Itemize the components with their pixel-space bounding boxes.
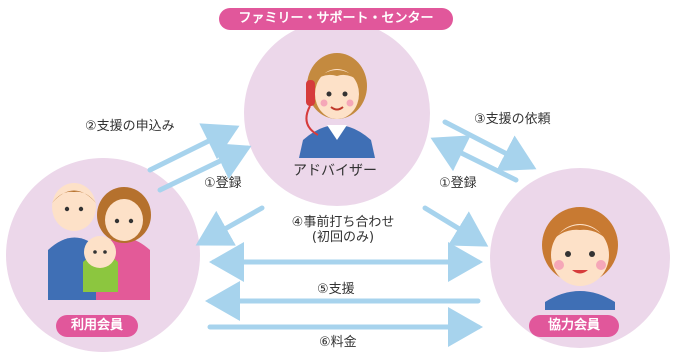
flow-request-support: ③支援の依頼	[474, 112, 551, 127]
flow-register-right: ①登録	[439, 176, 477, 191]
flow-prior-meeting: ④事前打ち合わせ (初回のみ)	[278, 215, 408, 246]
support-member-badge: 協力会員	[529, 315, 619, 337]
title-badge: ファミリー・サポート・センター	[219, 8, 453, 30]
arrow-request-support	[442, 119, 537, 171]
arrow-register-right	[430, 135, 519, 183]
advisor-illustration	[299, 53, 375, 158]
flow-fee: ⑥料金	[319, 335, 357, 350]
support-member-illustration	[542, 207, 618, 310]
flow-apply-support: ②支援の申込み	[85, 119, 175, 134]
arrow-meeting-left	[195, 205, 265, 246]
advisor-label: アドバイザー	[293, 163, 377, 179]
title-text: ファミリー・サポート・センター	[238, 11, 434, 26]
flow-prior-meeting-line2: (初回のみ)	[311, 229, 375, 245]
arrow-register-left	[157, 143, 252, 193]
flow-prior-meeting-line1: ④事前打ち合わせ	[291, 215, 395, 230]
support-member-label: 協力会員	[547, 318, 600, 333]
flow-support: ⑤支援	[317, 282, 355, 297]
family-illustration	[48, 183, 151, 300]
flow-register-left: ①登録	[204, 176, 242, 191]
arrow-meeting-right	[422, 205, 489, 247]
arrow-apply-support	[147, 123, 240, 173]
user-member-badge: 利用会員	[56, 315, 138, 337]
user-member-label: 利用会員	[70, 318, 123, 333]
